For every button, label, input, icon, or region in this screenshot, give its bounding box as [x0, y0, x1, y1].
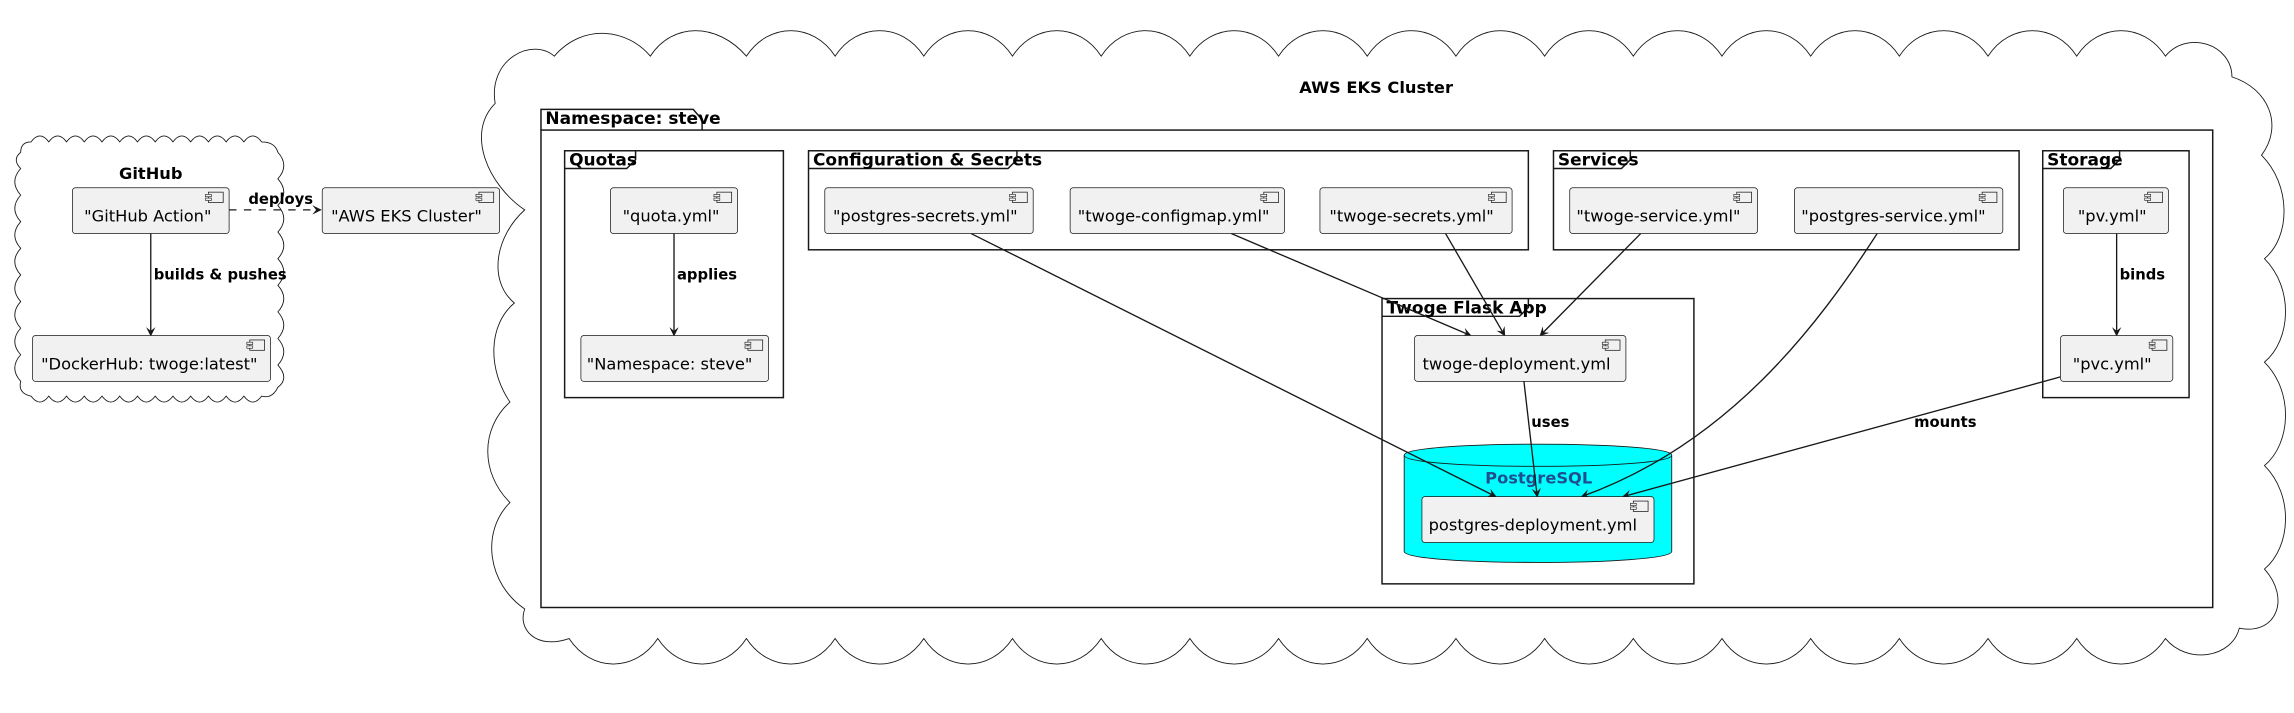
label-twoge-secrets: "twoge-secrets.yml": [1329, 207, 1493, 226]
frame-namespace-title: Namespace: steve: [545, 109, 720, 129]
frame-app-title: Twoge Flask App: [1386, 298, 1546, 318]
label-quota: "quota.yml": [623, 207, 720, 226]
component-pvc[interactable]: "pvc.yml": [2060, 335, 2174, 382]
label-postgres-service: "postgres-service.yml": [1801, 207, 1985, 226]
component-postgres-deployment[interactable]: postgres-deployment.yml: [1421, 496, 1655, 543]
label-aws-eks: "AWS EKS Cluster": [331, 207, 482, 226]
label-pv: "pv.yml": [2078, 207, 2147, 226]
frame-services-title: Services: [1558, 151, 1639, 171]
frame-config: Configuration & Secrets: [807, 150, 1530, 251]
edge-label-builds-pushes: builds & pushes: [154, 266, 287, 283]
edge-label-uses: uses: [1531, 414, 1569, 431]
label-pvc: "pvc.yml": [2073, 355, 2152, 374]
frame-quotas: Quotas: [563, 150, 785, 399]
edge-postgres-secrets: [970, 232, 1497, 498]
label-twoge-service: "twoge-service.yml": [1576, 207, 1740, 226]
label-configmap: "twoge-configmap.yml": [1078, 207, 1270, 226]
component-pv[interactable]: "pv.yml": [2063, 187, 2169, 234]
frame-quotas-title: Quotas: [569, 151, 637, 171]
edge-label-deploys: deploys: [248, 191, 313, 208]
label-twoge-deployment: twoge-deployment.yml: [1422, 355, 1610, 374]
label-github-action: "GitHub Action": [84, 207, 211, 226]
github-cloud: GitHub: [14, 135, 285, 403]
edge-twoge-secrets: [1445, 233, 1506, 337]
frame-namespace: Namespace: steve: [540, 108, 2214, 609]
component-postgres-service[interactable]: "postgres-service.yml": [1794, 187, 2004, 234]
component-namespace[interactable]: "Namespace: steve": [580, 335, 769, 382]
component-quota[interactable]: "quota.yml": [610, 187, 738, 234]
edge-configmap: [1230, 232, 1472, 337]
component-dockerhub[interactable]: "DockerHub: twoge:latest": [32, 335, 271, 382]
frame-config-title: Configuration & Secrets: [813, 151, 1042, 171]
edge-postgres-service: [1580, 233, 1878, 499]
edge-label-applies: applies: [677, 266, 737, 283]
label-postgres-deployment: postgres-deployment.yml: [1429, 516, 1637, 535]
database-title: PostgreSQL: [1485, 468, 1592, 487]
frame-app: Twoge Flask App: [1381, 297, 1695, 585]
component-aws-eks[interactable]: "AWS EKS Cluster": [321, 187, 500, 234]
edge-label-mounts: mounts: [1914, 414, 1977, 431]
component-configmap[interactable]: "twoge-configmap.yml": [1069, 187, 1285, 234]
component-twoge-secrets[interactable]: "twoge-secrets.yml": [1319, 187, 1513, 234]
aws-cloud-title: AWS EKS Cluster: [1299, 78, 1453, 97]
frame-storage-title: Storage: [2047, 151, 2123, 171]
edge-twoge-service: [1539, 233, 1642, 337]
label-namespace: "Namespace: steve": [587, 355, 753, 374]
component-twoge-service[interactable]: "twoge-service.yml": [1569, 187, 1758, 234]
github-cloud-title: GitHub: [119, 164, 182, 183]
edge-uses: [1523, 381, 1541, 498]
component-postgres-secrets[interactable]: "postgres-secrets.yml": [824, 187, 1034, 234]
edges: [146, 205, 2122, 499]
frame-storage: Storage: [2041, 150, 2190, 399]
component-github-action[interactable]: "GitHub Action": [72, 187, 230, 234]
edge-mounts: [1622, 376, 2061, 499]
frame-services: Services: [1552, 150, 2020, 251]
component-twoge-deployment[interactable]: twoge-deployment.yml: [1414, 335, 1627, 382]
edge-label-binds: binds: [2120, 266, 2166, 283]
label-dockerhub: "DockerHub: twoge:latest": [41, 355, 257, 374]
label-postgres-secrets: "postgres-secrets.yml": [833, 207, 1018, 226]
